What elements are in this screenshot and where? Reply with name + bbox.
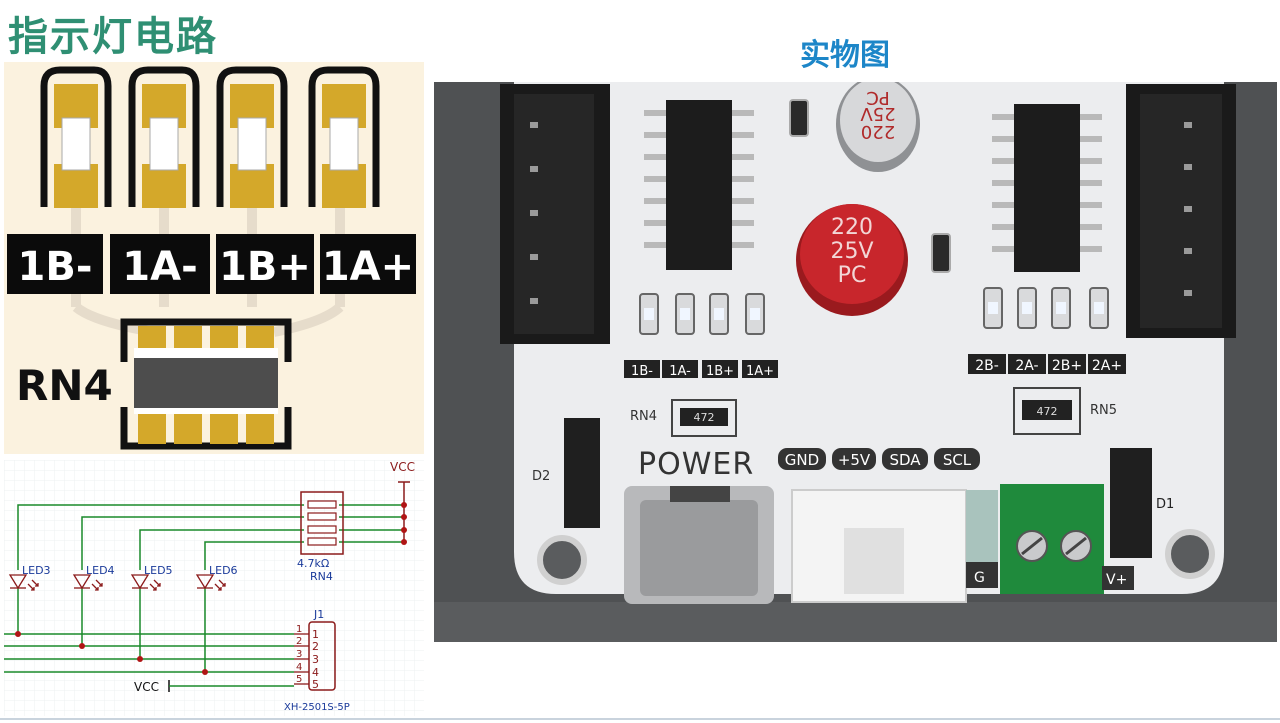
pcb-resistor-network-footprint (120, 318, 292, 450)
pcb-led-label-4: 1A+ (322, 244, 414, 290)
photo-vplus-label: V+ (1106, 572, 1127, 588)
schematic-vcc-top-label: VCC (390, 460, 415, 474)
photo-led-label-1b-plus: 1B+ (706, 364, 734, 379)
photo-header-gnd: GND (785, 451, 819, 469)
pcb-led-footprint-2 (128, 66, 200, 208)
capacitor-top: PC 25V 220 (836, 82, 920, 172)
capacitor-bottom-text-value: 220 (831, 215, 873, 240)
page-title-physical-photo: 实物图 (800, 38, 890, 73)
board-photo: PC 25V 220 220 25V PC 1B- 1A- (434, 82, 1277, 642)
schematic-resistor-network-symbol (300, 491, 344, 555)
photo-header-scl: SCL (943, 451, 972, 469)
photo-rn4-footprint (671, 399, 737, 437)
page-title-indicator-circuit: 指示灯电路 (8, 14, 218, 60)
pcb-led-label-box-3 (216, 234, 314, 294)
pcb-led-footprint-1 (40, 66, 112, 208)
pcb-layout-drawing: 1B- 1A- 1B+ 1A+ RN4 (7, 66, 416, 450)
schematic-connector-pins (294, 633, 309, 685)
schematic-pin-inner-5: 5 (312, 678, 319, 691)
pcb-led-label-2: 1A- (122, 244, 197, 290)
photo-led-labels-left: 1B- 1A- 1B+ 1A+ (624, 360, 778, 379)
photo-diode-d1 (1110, 448, 1152, 558)
schematic-led-symbols (8, 574, 226, 591)
schematic-pin-outer-2: 2 (296, 636, 302, 647)
capacitor-bottom-text-pc: PC (838, 263, 867, 288)
pcb-led-footprint-3 (216, 66, 288, 208)
board-photo-drawing: PC 25V 220 220 25V PC 1B- 1A- (434, 82, 1277, 642)
photo-led-labels-right: 2B- 2A- 2B+ 2A+ (968, 354, 1126, 374)
photo-led-label-2a-plus: 2A+ (1092, 358, 1122, 374)
schematic-connector-name: J1 (313, 608, 324, 621)
capacitor-top-text-v: 25V (860, 103, 896, 124)
smd-part-top (789, 99, 809, 137)
photo-leds-right (983, 287, 1109, 329)
schematic-pin-outer-5: 5 (296, 674, 302, 685)
pcb-layout-view: 1B- 1A- 1B+ 1A+ RN4 (4, 62, 424, 454)
schematic-pin-outer-4: 4 (296, 662, 302, 673)
photo-power-label: POWER (638, 447, 754, 482)
photo-rn5-label: RN5 (1090, 403, 1117, 418)
photo-diode-d2 (564, 418, 600, 528)
pcb-led-label-box-4 (320, 234, 416, 294)
pcb-led-label-box-1 (7, 234, 103, 294)
schematic-rn-value: 4.7kΩ (297, 557, 329, 570)
left-driver-ic (666, 100, 732, 270)
photo-led-label-2a-minus: 2A- (1015, 358, 1038, 374)
schematic-led4-label: LED4 (86, 564, 115, 577)
photo-rn4-label: RN4 (630, 409, 657, 424)
schematic-pin-inner-4: 4 (312, 666, 319, 679)
pcb-led-label-3: 1B+ (219, 244, 311, 290)
photo-led-label-1a-plus: 1A+ (746, 364, 774, 379)
capacitor-bottom-text-v: 25V (830, 239, 873, 264)
photo-led-label-1b-minus: 1B- (631, 364, 653, 379)
schematic-rn-name: RN4 (310, 570, 333, 583)
photo-mounting-hole-left (537, 535, 587, 585)
schematic-pin-outer-1: 1 (296, 624, 302, 635)
smd-part-mid (931, 233, 951, 273)
schematic-connector-symbol (308, 621, 336, 691)
schematic-pin-inner-3: 3 (312, 653, 319, 666)
photo-led-label-1a-minus: 1A- (669, 364, 691, 379)
schematic-wires (4, 504, 404, 673)
schematic-junctions (15, 502, 407, 675)
photo-mounting-hole-right (1165, 529, 1215, 579)
photo-g-label: G (974, 570, 985, 586)
photo-d1-label: D1 (1156, 497, 1174, 512)
photo-led-label-2b-plus: 2B+ (1052, 358, 1082, 374)
schematic-vcc-bottom-label: VCC (134, 680, 159, 694)
pcb-led-label-1: 1B- (18, 244, 93, 290)
schematic-pin-inner-1: 1 (312, 628, 319, 641)
schematic-drawing: VCC 4 (4, 460, 424, 716)
photo-rn5-footprint (1013, 387, 1081, 435)
schematic-led3-label: LED3 (22, 564, 51, 577)
photo-led-label-2b-minus: 2B- (975, 358, 999, 374)
photo-d2-label: D2 (532, 469, 550, 484)
schematic-led6-label: LED6 (209, 564, 238, 577)
schematic-led5-label: LED5 (144, 564, 173, 577)
right-driver-ic (1014, 104, 1080, 272)
capacitor-bottom: 220 25V PC (796, 204, 908, 316)
capacitor-top-text-pc: PC (866, 87, 889, 108)
pcb-resistor-label: RN4 (16, 361, 113, 410)
photo-header-5v: +5V (838, 451, 871, 469)
photo-header-sda: SDA (889, 451, 921, 469)
schematic-view: VCC 4 (4, 460, 424, 716)
photo-leds-left (639, 293, 765, 335)
schematic-connector-part: XH-2501S-5P (284, 702, 350, 713)
photo-rn4-code: 472 (694, 411, 715, 424)
pcb-led-label-box-2 (110, 234, 210, 294)
pcb-led-footprint-4 (308, 66, 380, 208)
photo-header-labels: GND +5V SDA SCL (778, 448, 980, 470)
capacitor-top-text-value: 220 (861, 121, 895, 142)
bottom-divider (0, 718, 1280, 720)
schematic-pin-outer-3: 3 (296, 649, 302, 660)
schematic-pin-inner-2: 2 (312, 640, 319, 653)
photo-rn5-code: 472 (1037, 405, 1058, 418)
